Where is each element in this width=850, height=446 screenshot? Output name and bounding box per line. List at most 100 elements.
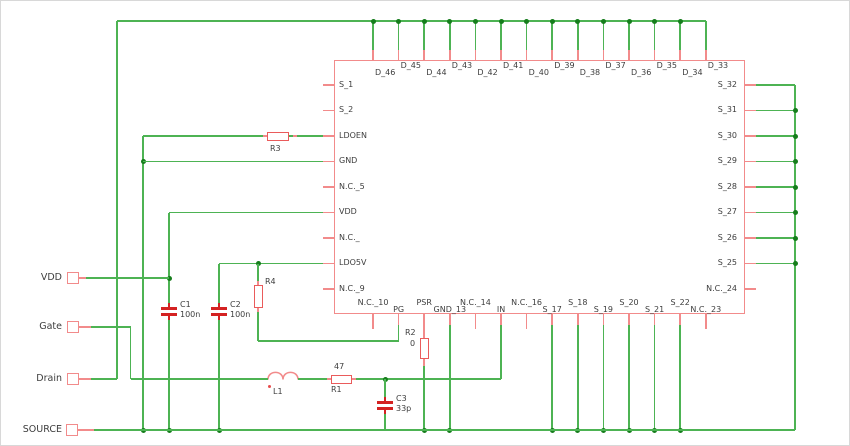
pin-stub-right bbox=[745, 109, 756, 112]
pin-label-S_1: S_1 bbox=[339, 79, 354, 89]
ic-body[interactable] bbox=[334, 60, 745, 314]
pin-wire-right bbox=[756, 186, 795, 188]
pin-stub-right bbox=[745, 160, 756, 163]
pin-stub-top bbox=[525, 50, 528, 60]
junction-dot bbox=[677, 18, 683, 24]
pin-stub-bottom bbox=[372, 314, 374, 329]
pin-label-S_22: S_22 bbox=[670, 297, 690, 307]
pin-label-D_35: D_35 bbox=[656, 60, 677, 70]
junction-dot bbox=[447, 18, 453, 24]
pin-label-VDD: VDD bbox=[339, 207, 357, 216]
resistor-r2[interactable] bbox=[419, 338, 429, 359]
pin-stub-bottom bbox=[525, 314, 528, 329]
pin-wire-right bbox=[756, 237, 795, 239]
resistor-r3[interactable] bbox=[267, 131, 289, 141]
c2-top bbox=[218, 263, 220, 303]
capacitor-c1[interactable] bbox=[161, 307, 177, 311]
r1-lead bbox=[327, 378, 331, 380]
pin-label-S_20: S_20 bbox=[619, 297, 639, 307]
pin-stub-left bbox=[323, 109, 334, 112]
pin-wire-top bbox=[397, 21, 400, 51]
psr-lead bbox=[423, 325, 425, 338]
pin-label-S_21: S_21 bbox=[644, 304, 665, 314]
pin-wire-top bbox=[449, 21, 451, 51]
pin-stub-left bbox=[323, 288, 334, 290]
wire bbox=[323, 135, 334, 137]
pin-label-D_40: D_40 bbox=[528, 67, 549, 77]
pin-stub-top bbox=[653, 50, 656, 60]
capacitor-c3-lead bbox=[384, 397, 386, 401]
r1-to-junction bbox=[356, 378, 385, 380]
pin-stub-top bbox=[551, 50, 553, 60]
pin-label-GND: GND bbox=[339, 156, 358, 165]
c2-value: 100n bbox=[230, 310, 251, 319]
capacitor-c3[interactable] bbox=[377, 407, 393, 411]
pin-stub-right bbox=[745, 135, 756, 137]
junction-dot bbox=[792, 184, 798, 190]
pin-label-D_41: D_41 bbox=[503, 60, 524, 70]
wire bbox=[323, 211, 334, 214]
capacitor-c1[interactable] bbox=[161, 313, 177, 317]
junction-dot bbox=[166, 275, 172, 281]
capacitor-c1-lead bbox=[168, 303, 170, 307]
pin-wire-top bbox=[423, 21, 425, 51]
wire bbox=[77, 429, 94, 431]
pin-stub-bottom bbox=[551, 314, 553, 325]
pin-stub-bottom bbox=[602, 314, 605, 325]
pin-stub-top bbox=[423, 50, 425, 60]
pin-stub-bottom bbox=[423, 314, 425, 325]
pin-label-S_32: S_32 bbox=[717, 79, 737, 89]
pin-label-N.C._23: N.C._23 bbox=[690, 304, 722, 314]
pin-wire-top bbox=[525, 21, 528, 51]
r3-lead bbox=[263, 135, 267, 137]
junction-dot bbox=[792, 261, 798, 266]
right-source-bus bbox=[794, 85, 796, 430]
inductor-l1[interactable] bbox=[267, 368, 301, 381]
wire bbox=[79, 378, 91, 380]
terminal-box-vdd[interactable] bbox=[67, 272, 79, 284]
pin-stub-right bbox=[745, 262, 756, 265]
r2-value: 0 bbox=[410, 339, 416, 348]
pin-label-S_2: S_2 bbox=[339, 105, 354, 114]
pin-wire-bottom bbox=[653, 325, 656, 430]
pin-wire-top bbox=[551, 21, 553, 51]
r2-ref: R2 bbox=[405, 328, 416, 337]
terminal-box-drain[interactable] bbox=[67, 373, 79, 385]
pin-label-N.C._24: N.C._24 bbox=[706, 283, 737, 293]
pin-stub-top bbox=[705, 50, 707, 60]
junction-dot bbox=[524, 18, 530, 24]
junction-dot bbox=[792, 159, 798, 164]
r4-top bbox=[257, 263, 259, 281]
pin-wire-top bbox=[602, 21, 605, 51]
junction-dot bbox=[549, 18, 555, 24]
pin-stub-bottom bbox=[577, 314, 579, 325]
pin-wire-top bbox=[679, 21, 681, 51]
pin-wire-bottom bbox=[449, 325, 451, 430]
terminal-box-gate[interactable] bbox=[67, 321, 79, 333]
l1-ref: L1 bbox=[273, 387, 283, 396]
resistor-r4[interactable] bbox=[253, 285, 263, 308]
pin-label-S_31: S_31 bbox=[717, 105, 737, 114]
pin-label-S_28: S_28 bbox=[717, 181, 737, 191]
pin-label-S_26: S_26 bbox=[717, 232, 737, 242]
pin-wire-top bbox=[474, 21, 477, 51]
wire bbox=[143, 135, 263, 137]
capacitor-c3[interactable] bbox=[377, 401, 393, 405]
pin-stub-right bbox=[745, 237, 756, 239]
pin-label-S_27: S_27 bbox=[717, 207, 737, 216]
junction-dot bbox=[792, 235, 798, 241]
resistor-r1[interactable] bbox=[331, 374, 352, 384]
pin-wire-top bbox=[372, 21, 374, 51]
pin-label-S_25: S_25 bbox=[717, 258, 737, 267]
pin-stub-top bbox=[602, 50, 605, 60]
pin-stub-top bbox=[628, 50, 630, 60]
c2-bottom bbox=[218, 320, 220, 430]
c3-value: 33p bbox=[396, 404, 412, 413]
capacitor-c2[interactable] bbox=[211, 313, 227, 317]
capacitor-c1-lead bbox=[168, 316, 170, 320]
capacitor-c2[interactable] bbox=[211, 307, 227, 311]
pin-wire-bottom bbox=[577, 325, 579, 430]
vdd-pin-wire bbox=[169, 211, 323, 214]
pin-label-D_38: D_38 bbox=[579, 67, 601, 77]
pin-label-N.C._5: N.C._5 bbox=[339, 181, 365, 191]
